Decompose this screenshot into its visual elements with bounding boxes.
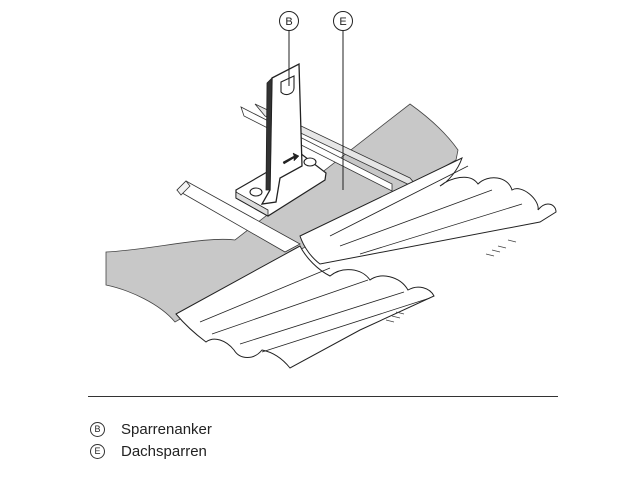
rafter-anchor-screw-left <box>249 187 263 197</box>
rafter-anchor-stem-edge <box>265 77 273 191</box>
callout-b-letter: B <box>285 16 292 28</box>
legend: B Sparrenanker E Dachsparren <box>90 418 212 462</box>
roof-tile-lower-ridge-2 <box>211 279 369 335</box>
roof-tile-upper-ridge-3 <box>359 203 523 255</box>
roof-tile-lower <box>175 245 435 369</box>
roof-tile-lower-ridge-4 <box>261 297 431 353</box>
legend-item-b: B Sparrenanker <box>90 418 212 440</box>
roof-tile-upper-ridge-2 <box>339 189 493 247</box>
rafter-anchor-base-side <box>235 191 269 217</box>
roof-installation-diagram: B E <box>105 11 557 369</box>
legend-marker-e: E <box>90 443 105 459</box>
rafter-anchor-screw-right <box>303 157 317 167</box>
callout-e-letter: E <box>339 16 346 28</box>
roof-tile-lower-ridge-1 <box>199 267 331 323</box>
roof-tile-row-lower <box>175 245 435 369</box>
tile-hatch-marks <box>385 239 517 323</box>
legend-divider <box>88 396 558 397</box>
legend-label-b: Sparrenanker <box>121 420 212 438</box>
roof-tile-lower-ridge-3 <box>239 291 405 345</box>
roof-tile-upper-ridge-1 <box>329 165 469 237</box>
callout-b: B <box>279 11 299 86</box>
callout-b-marker <box>279 11 299 31</box>
legend-marker-b: B <box>90 421 105 437</box>
rafter-anchor-arrow-icon <box>282 152 300 165</box>
callout-e: E <box>333 11 353 190</box>
rafter-anchor <box>235 62 327 217</box>
rafter-anchor-hook-slot <box>280 75 295 96</box>
legend-label-e: Dachsparren <box>121 442 207 460</box>
legend-item-e: E Dachsparren <box>90 440 212 462</box>
roof-batten-front-end <box>176 180 191 196</box>
roof-tile-row-upper <box>299 157 557 265</box>
callout-e-marker <box>333 11 353 31</box>
